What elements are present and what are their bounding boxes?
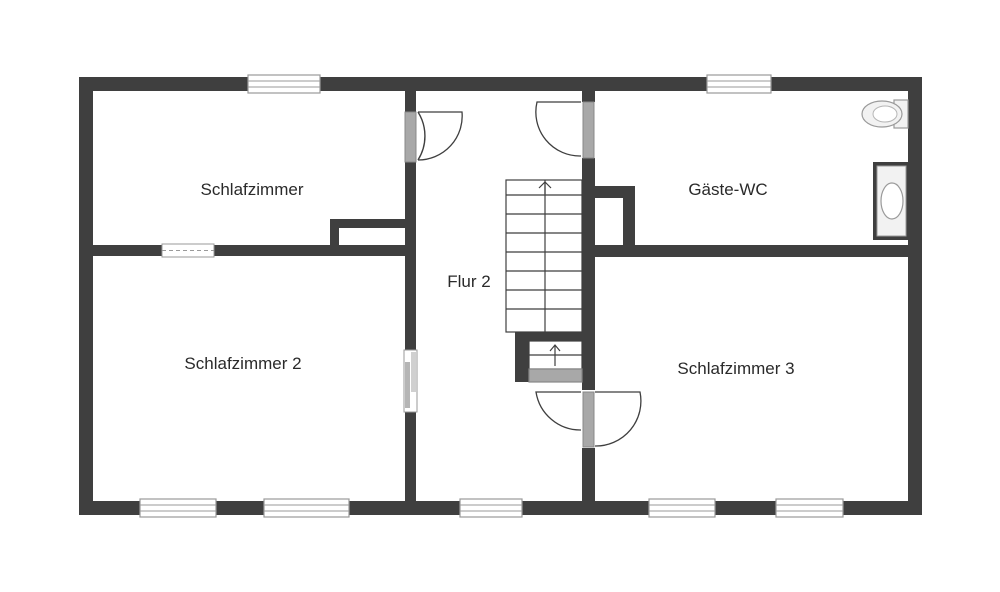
stair-arrow-up-icon xyxy=(538,181,552,194)
interior-opening xyxy=(161,243,215,258)
staircase xyxy=(505,179,583,383)
label-schlafzimmer: Schlafzimmer xyxy=(201,180,304,199)
doors xyxy=(403,101,642,448)
niche-top xyxy=(330,219,405,228)
label-schlafzimmer-3: Schlafzimmer 3 xyxy=(677,359,794,378)
label-flur: Flur 2 xyxy=(447,272,490,291)
wall-left xyxy=(79,77,93,515)
window-bottom-4 xyxy=(648,498,716,518)
window-bottom-5 xyxy=(775,498,844,518)
wall-right xyxy=(908,77,922,515)
label-gaeste-wc: Gäste-WC xyxy=(688,180,767,199)
wall-hall-left xyxy=(405,91,416,501)
landing-side xyxy=(515,332,529,382)
shaft-side xyxy=(623,186,635,248)
door-schlafzimmer-3 xyxy=(535,390,642,448)
wall-wc-divider xyxy=(595,245,908,257)
window-bottom-2 xyxy=(263,498,350,518)
sink-icon xyxy=(873,162,908,240)
window-top-left xyxy=(247,74,321,94)
niche-side xyxy=(330,219,339,249)
landing-arrow-up-icon xyxy=(549,344,561,366)
door-schlafzimmer-2 xyxy=(403,349,418,413)
door-schlafzimmer xyxy=(403,111,463,163)
windows xyxy=(139,74,844,518)
wall-top xyxy=(79,77,922,91)
toilet-icon xyxy=(861,99,909,129)
door-gaeste-wc xyxy=(535,101,597,159)
window-bottom-3 xyxy=(459,498,523,518)
stair-outline xyxy=(505,179,583,333)
window-bottom-1 xyxy=(139,498,217,518)
landing-top xyxy=(515,332,582,341)
label-schlafzimmer-2: Schlafzimmer 2 xyxy=(184,354,301,373)
window-top-right xyxy=(706,74,772,94)
room-labels: Schlafzimmer Gäste-WC Flur 2 Schlafzimme… xyxy=(184,180,794,378)
wall-bedroom-divider xyxy=(93,245,405,256)
fixtures xyxy=(861,99,909,240)
